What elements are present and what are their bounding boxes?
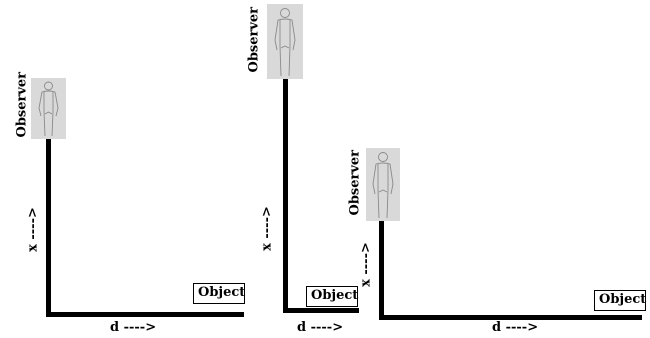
observer-label: Observer: [347, 149, 363, 216]
ground-line: [46, 312, 244, 317]
human-figure-icon: [366, 148, 400, 221]
vertical-pole: [283, 79, 288, 313]
observer-label: Observer: [14, 71, 30, 138]
vertical-axis-label: x ---->: [25, 207, 41, 252]
vertical-pole: [46, 139, 51, 317]
object-box: Object: [594, 290, 646, 311]
object-box: Object: [306, 286, 358, 307]
horizontal-axis-label: d ---->: [297, 320, 344, 335]
horizontal-axis-label: d ---->: [110, 320, 157, 335]
horizontal-axis-label: d ---->: [492, 320, 539, 335]
vertical-pole: [379, 221, 384, 320]
ground-line: [283, 308, 359, 313]
ground-line: [379, 315, 642, 320]
vertical-axis-label: x ---->: [358, 242, 374, 287]
human-figure-icon: [31, 78, 66, 139]
observer-label: Observer: [246, 6, 262, 73]
human-figure-icon: [267, 4, 303, 79]
vertical-axis-label: x ---->: [259, 206, 275, 251]
object-box: Object: [193, 283, 245, 304]
